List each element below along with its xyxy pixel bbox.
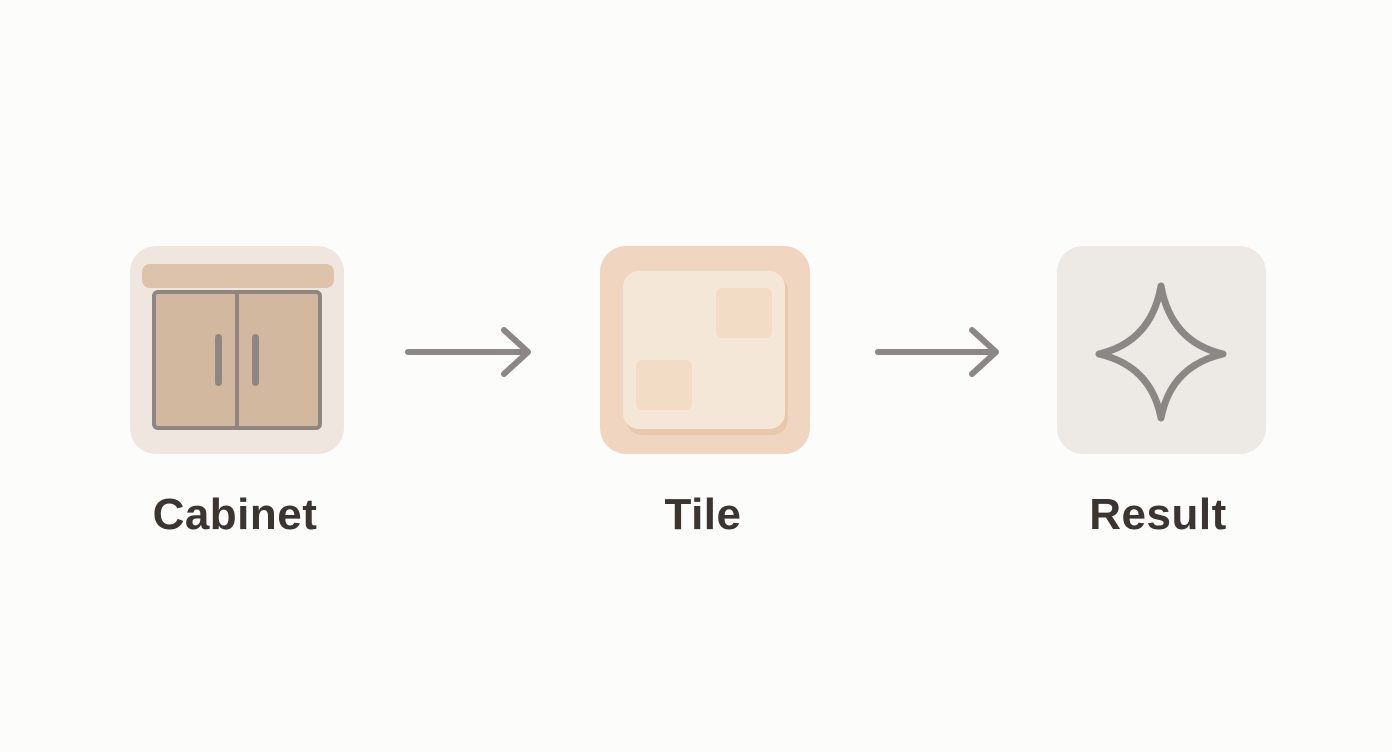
tile-icon-tile: [600, 246, 810, 454]
sparkle-icon: [1095, 282, 1227, 422]
step-label-tile: Tile: [664, 490, 742, 539]
arrow-right-icon: [875, 327, 999, 377]
cabinet-icon: [142, 264, 334, 430]
tile-icon: [623, 271, 788, 435]
step-label-cabinet: Cabinet: [152, 490, 318, 539]
cabinet-icon-tile: [130, 246, 344, 454]
result-icon-tile: [1057, 246, 1266, 454]
arrow-right-icon: [405, 327, 531, 377]
step-label-result: Result: [1089, 490, 1227, 539]
